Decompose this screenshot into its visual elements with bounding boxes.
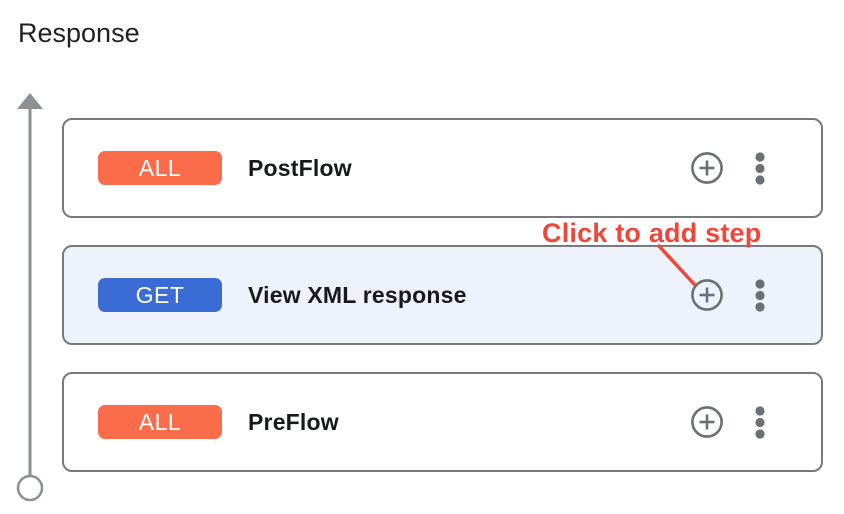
flow-card-postflow[interactable]: ALL PostFlow	[62, 118, 823, 218]
page-title: Response	[18, 18, 140, 48]
method-badge: ALL	[98, 151, 222, 185]
kebab-menu-icon	[755, 151, 765, 185]
flow-card-preflow[interactable]: ALL PreFlow	[62, 372, 823, 472]
add-step-button[interactable]	[689, 404, 725, 440]
flow-start-circle	[16, 474, 44, 502]
arrow-up-icon	[17, 93, 43, 109]
more-options-button[interactable]	[754, 277, 766, 313]
flow-direction-arrow	[16, 93, 44, 502]
flow-name: PostFlow	[248, 154, 352, 181]
plus-circle-icon	[691, 406, 723, 438]
method-badge: ALL	[98, 405, 222, 439]
flow-name: PreFlow	[248, 408, 339, 435]
add-step-button[interactable]	[689, 150, 725, 186]
flow-name: View XML response	[248, 281, 467, 308]
more-options-button[interactable]	[754, 150, 766, 186]
method-badge: GET	[98, 278, 222, 312]
flow-card-view-xml-response[interactable]: GET View XML response	[62, 245, 823, 345]
annotation-text: Click to add step	[542, 218, 762, 248]
add-step-button[interactable]	[689, 277, 725, 313]
response-flow-list: ALL PostFlow GET View XML response	[62, 118, 823, 472]
kebab-menu-icon	[755, 278, 765, 312]
plus-circle-icon	[691, 279, 723, 311]
kebab-menu-icon	[755, 405, 765, 439]
plus-circle-icon	[691, 152, 723, 184]
more-options-button[interactable]	[754, 404, 766, 440]
